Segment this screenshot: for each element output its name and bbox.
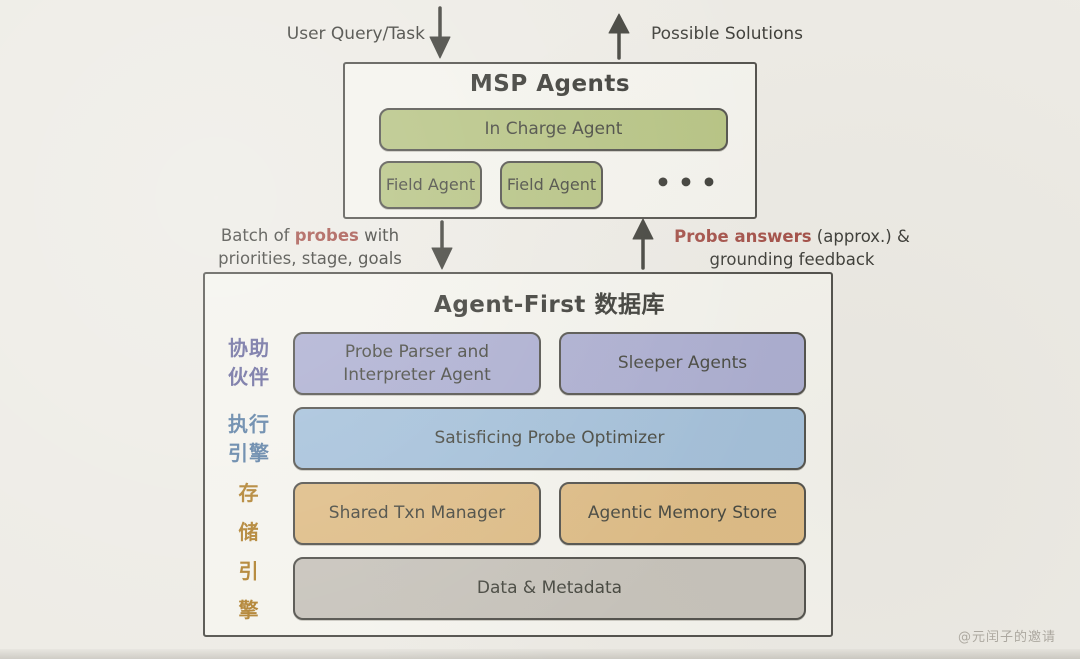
data-metadata-node: Data & Metadata: [293, 557, 806, 620]
down-arrow-icon: [429, 6, 451, 59]
up-arrow-icon: [632, 218, 654, 270]
page-bottom-edge: [0, 649, 1080, 659]
user-query-label: User Query/Task: [286, 24, 425, 44]
up-arrow-icon: [608, 13, 630, 60]
agentic-memory-store-node: Agentic Memory Store: [559, 482, 806, 545]
in-charge-agent-node: In Charge Agent: [379, 108, 728, 151]
probe-answers-emphasis: Probe answers: [674, 227, 812, 246]
probes-emphasis: probes: [294, 226, 359, 245]
field-agent-node: Field Agent: [500, 161, 603, 209]
probes-flow-line1: Batch of probes with: [220, 226, 400, 245]
satisficing-probe-optimizer-node: Satisficing Probe Optimizer: [293, 407, 806, 470]
side-label-assistant-partners: 协助 伙伴: [228, 336, 270, 389]
probes-flow-label: Batch of probes with priorities, stage, …: [185, 225, 435, 271]
agent-first-db-box: Agent-First 数据库 协助 伙伴 执行 引擎 存 储 引 擎 Prob…: [203, 272, 833, 637]
probe-answers-flow-label: Probe answers (approx.) & grounding feed…: [653, 226, 931, 272]
probe-parser-interpreter-node: Probe Parser and Interpreter Agent: [293, 332, 541, 395]
possible-solutions-label: Possible Solutions: [651, 24, 803, 44]
side-label-storage-engine: 存 储 引 擎: [238, 481, 260, 622]
sleeper-agents-node: Sleeper Agents: [559, 332, 806, 395]
agent-first-db-title: Agent-First 数据库: [434, 292, 665, 318]
shared-txn-manager-node: Shared Txn Manager: [293, 482, 541, 545]
probe-answers-line2: grounding feedback: [709, 249, 875, 269]
msp-agents-box: MSP Agents In Charge Agent Field Agent F…: [343, 62, 757, 219]
field-agent-node: Field Agent: [379, 161, 482, 209]
down-arrow-icon: [431, 220, 453, 270]
probes-flow-line2: priorities, stage, goals: [218, 248, 402, 268]
msp-agents-title: MSP Agents: [469, 71, 631, 97]
probe-answers-line1: Probe answers (approx.) &: [674, 227, 910, 246]
watermark: @元闰子的邀请: [957, 630, 1056, 645]
more-agents-ellipsis: •••: [655, 168, 724, 197]
side-label-execution-engine: 执行 引擎: [228, 412, 270, 465]
